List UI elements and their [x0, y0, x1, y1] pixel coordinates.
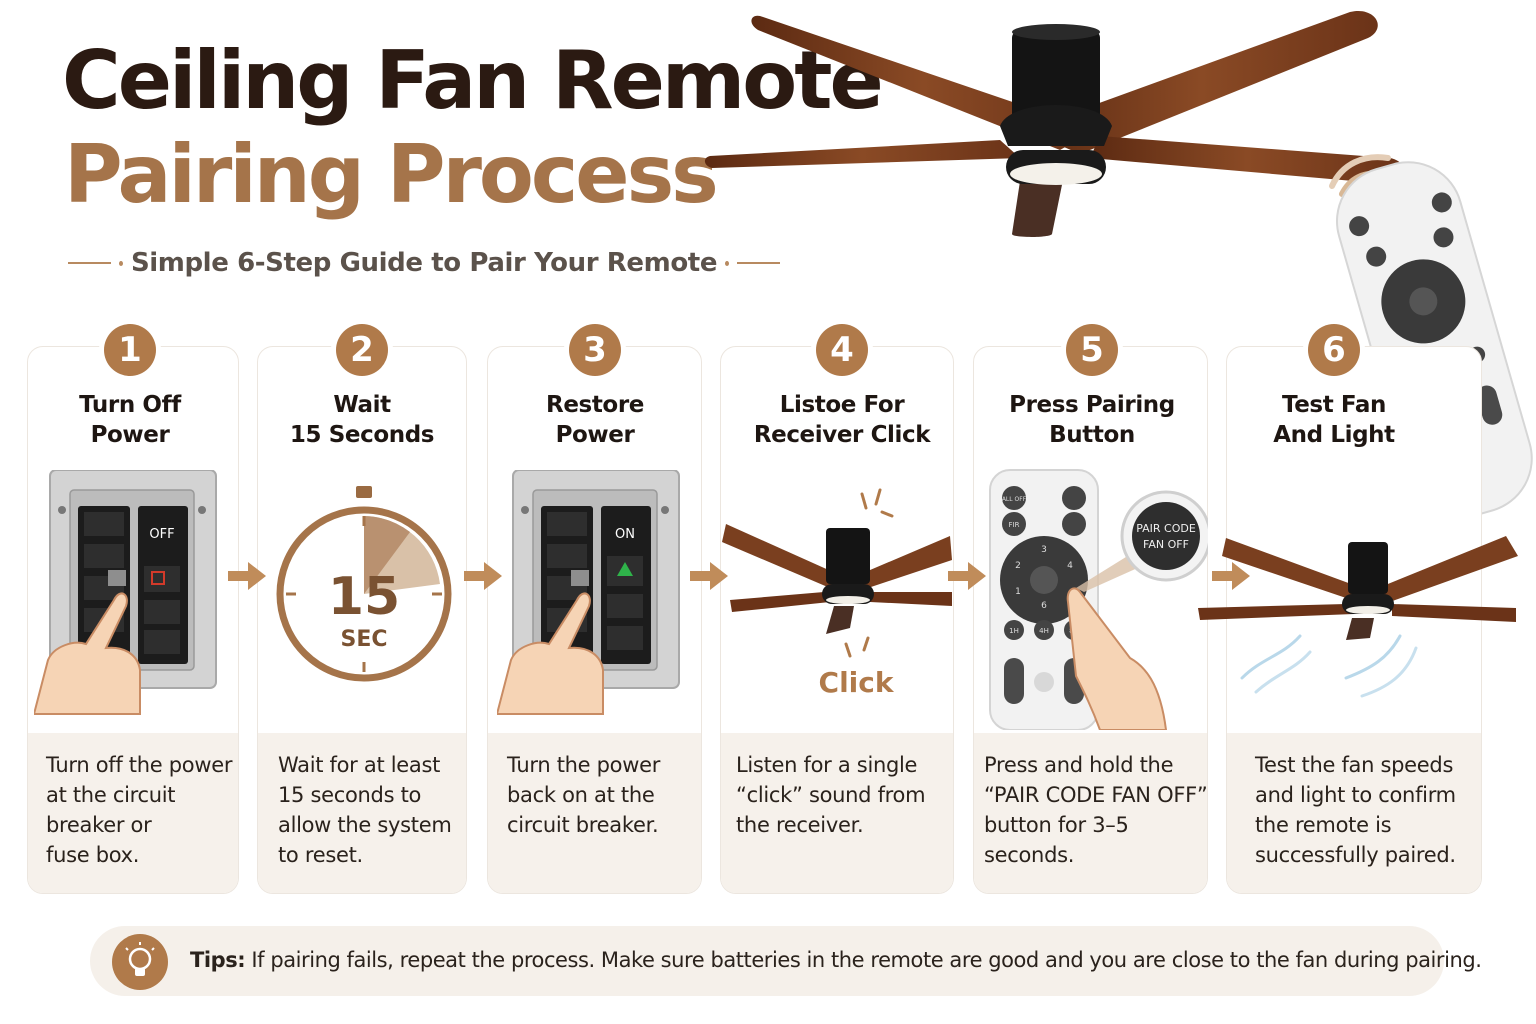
page-title: Ceiling Fan Remote	[62, 34, 884, 127]
breaker-panel-on-illustration: ON	[497, 470, 680, 715]
subtitle-row: Simple 6-Step Guide to Pair Your Remote	[68, 246, 780, 280]
step-description-box	[28, 733, 238, 893]
arrow-right-icon	[228, 562, 266, 590]
step-number-1: 1	[104, 324, 156, 376]
step-description-box	[1227, 733, 1481, 893]
step-description-5: Press and hold the “PAIR CODE FAN OFF” b…	[984, 753, 1208, 867]
timer-value: 15	[328, 567, 400, 627]
step-title-2: Wait 15 Seconds	[289, 392, 435, 448]
breaker-label-on: ON	[615, 527, 635, 542]
breaker-label-off: OFF	[149, 527, 174, 542]
subtitle-dot-left	[118, 260, 123, 266]
click-sound-label: Click	[819, 666, 895, 699]
fan-test-illustration	[1198, 536, 1518, 698]
arrow-right-icon	[1212, 562, 1250, 590]
lightbulb-glyph	[125, 942, 155, 976]
step-number-6: 6	[1308, 324, 1360, 376]
tips-label: Tips:	[190, 948, 246, 972]
step-number-2: 2	[336, 324, 388, 376]
remote-speed-3: 3	[1041, 545, 1047, 555]
remote-speed-6: 6	[1041, 601, 1047, 611]
step-description-box	[488, 733, 701, 893]
step-title-1: Turn Off Power	[79, 392, 181, 448]
step-number-5: 5	[1066, 324, 1118, 376]
step-title-5: Press Pairing Button	[1009, 392, 1175, 448]
subtitle-rule-left	[68, 262, 111, 264]
remote-timer-1h: 1H	[1009, 627, 1019, 635]
arrow-right-icon	[690, 562, 728, 590]
subtitle-dot-right	[725, 260, 730, 266]
subtitle: Simple 6-Step Guide to Pair Your Remote	[130, 248, 718, 278]
step-description-box	[258, 733, 466, 893]
step-description-1: Turn off the power at the circuit breake…	[46, 753, 233, 867]
remote-timer-4h: 4H	[1039, 627, 1049, 635]
remote-speed-1: 1	[1015, 587, 1021, 597]
step-description-3: Turn the power back on at the circuit br…	[507, 753, 661, 837]
step-title-6: Test Fan And Light	[1273, 392, 1395, 448]
zoom-pair-code-label: PAIR CODE	[1136, 522, 1196, 535]
remote-pairing-illustration: ALL OFF FIR 3 2 4 1 6 1H 4H 8H PAIR CODE…	[989, 469, 1208, 730]
step-description-2: Wait for at least 15 seconds to allow th…	[278, 753, 452, 867]
fan-click-illustration: Click	[722, 488, 952, 699]
remote-fir-label: FIR	[1009, 521, 1020, 529]
step-number-3: 3	[569, 324, 621, 376]
tips-body: If pairing fails, repeat the process. Ma…	[245, 948, 1482, 972]
step-title-3: Restore Power	[546, 392, 644, 448]
page-title-secondary: Pairing Process	[64, 128, 719, 221]
lightbulb-icon	[112, 934, 168, 990]
step-description-4: Listen for a single “click” sound from t…	[736, 753, 926, 837]
breaker-panel-off-illustration: OFF	[34, 470, 217, 715]
remote-all-off-label: ALL OFF	[1002, 496, 1027, 503]
timer-unit: SEC	[340, 627, 387, 652]
tips-banner	[90, 926, 1444, 996]
remote-speed-4: 4	[1067, 561, 1073, 571]
ceiling-fan-illustration	[704, 10, 1405, 237]
zoom-fan-off-label: FAN OFF	[1143, 538, 1189, 551]
step-description-box	[721, 733, 953, 893]
remote-speed-2: 2	[1015, 561, 1021, 571]
step-title-4: Listoe For Receiver Click	[753, 392, 931, 448]
subtitle-rule-right	[737, 262, 780, 264]
step-description-6: Test the fan speeds and light to confirm…	[1255, 753, 1456, 867]
step-description-box	[974, 733, 1207, 893]
arrow-right-icon	[464, 562, 502, 590]
stopwatch-illustration: 15 SEC	[276, 486, 452, 682]
arrow-right-icon	[948, 562, 986, 590]
tips-text: Tips: If pairing fails, repeat the proce…	[190, 948, 1482, 972]
step-number-4: 4	[816, 324, 868, 376]
